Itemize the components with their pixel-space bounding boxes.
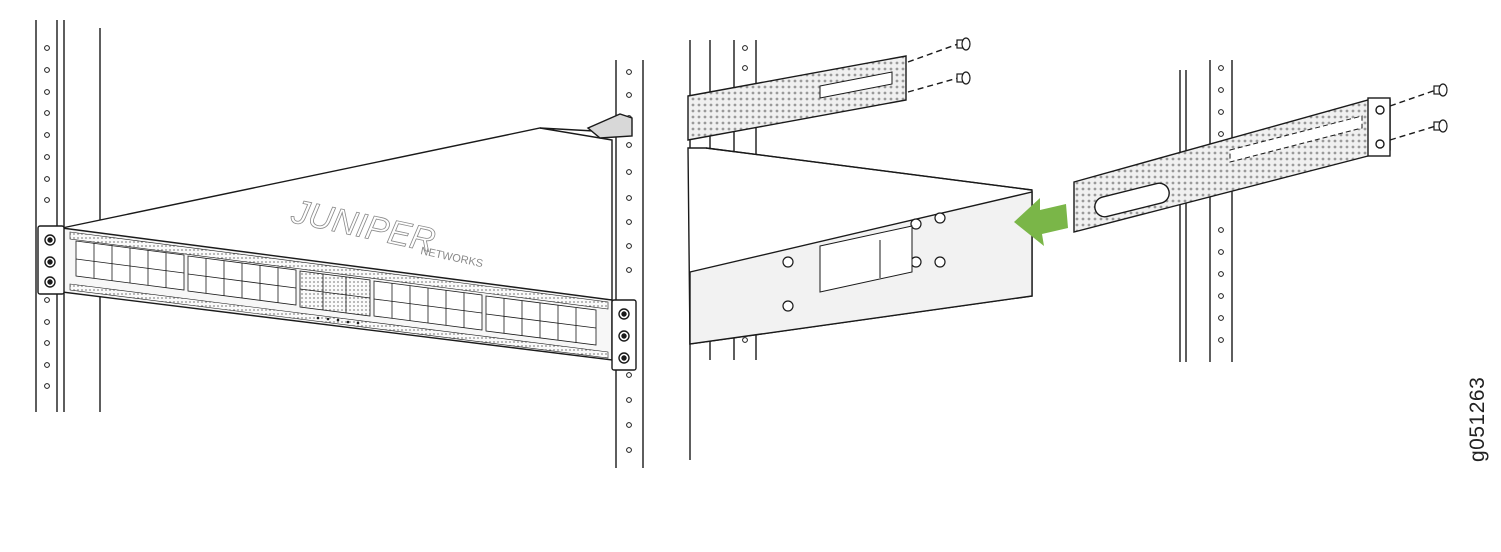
screw-icon: [956, 37, 971, 51]
installation-diagram: JUNIPER NETWORKS: [35, 20, 1448, 468]
rack-hole-icon: [44, 45, 50, 389]
bracket-flange: [1367, 97, 1391, 157]
figure-id: g051263: [1466, 376, 1489, 462]
bracket-screws: [907, 37, 971, 93]
chassis-module-panel: [819, 225, 913, 293]
rack-hole-icon: [1218, 65, 1224, 343]
screw-icon: [956, 71, 971, 85]
sfp-port-group: [299, 270, 371, 317]
left-rack-post: [35, 20, 101, 412]
screw-icon: [1433, 119, 1448, 133]
port-group-4: [485, 295, 597, 346]
vent-strip-bottom: [69, 283, 609, 359]
rear-mounting-bracket: [687, 55, 907, 141]
bracket-slot: [819, 71, 893, 99]
middle-panel: [687, 37, 1068, 460]
chassis-mounting-holes: [782, 212, 946, 312]
bracket-oval-slot: [1094, 182, 1170, 218]
rear-rail: [586, 113, 633, 139]
bracket-slot: [1229, 115, 1363, 163]
right-panel: [1073, 60, 1448, 362]
left-mounting-ear: [37, 225, 65, 295]
status-leds: [316, 316, 360, 325]
right-mounting-ear: [611, 299, 637, 371]
right-rack-post: [1179, 60, 1233, 362]
rack-hole-icon: [742, 45, 748, 343]
vent-strip-top: [69, 231, 609, 310]
insert-arrow-icon: [1014, 198, 1068, 246]
left-panel: JUNIPER NETWORKS: [35, 20, 644, 468]
port-group-1: [75, 240, 185, 291]
screw-icon: [1433, 83, 1448, 97]
port-group-3: [373, 280, 483, 331]
bracket-screws-right: [1389, 83, 1448, 141]
port-group-2: [187, 255, 297, 306]
rack-hole-icon: [626, 69, 632, 453]
